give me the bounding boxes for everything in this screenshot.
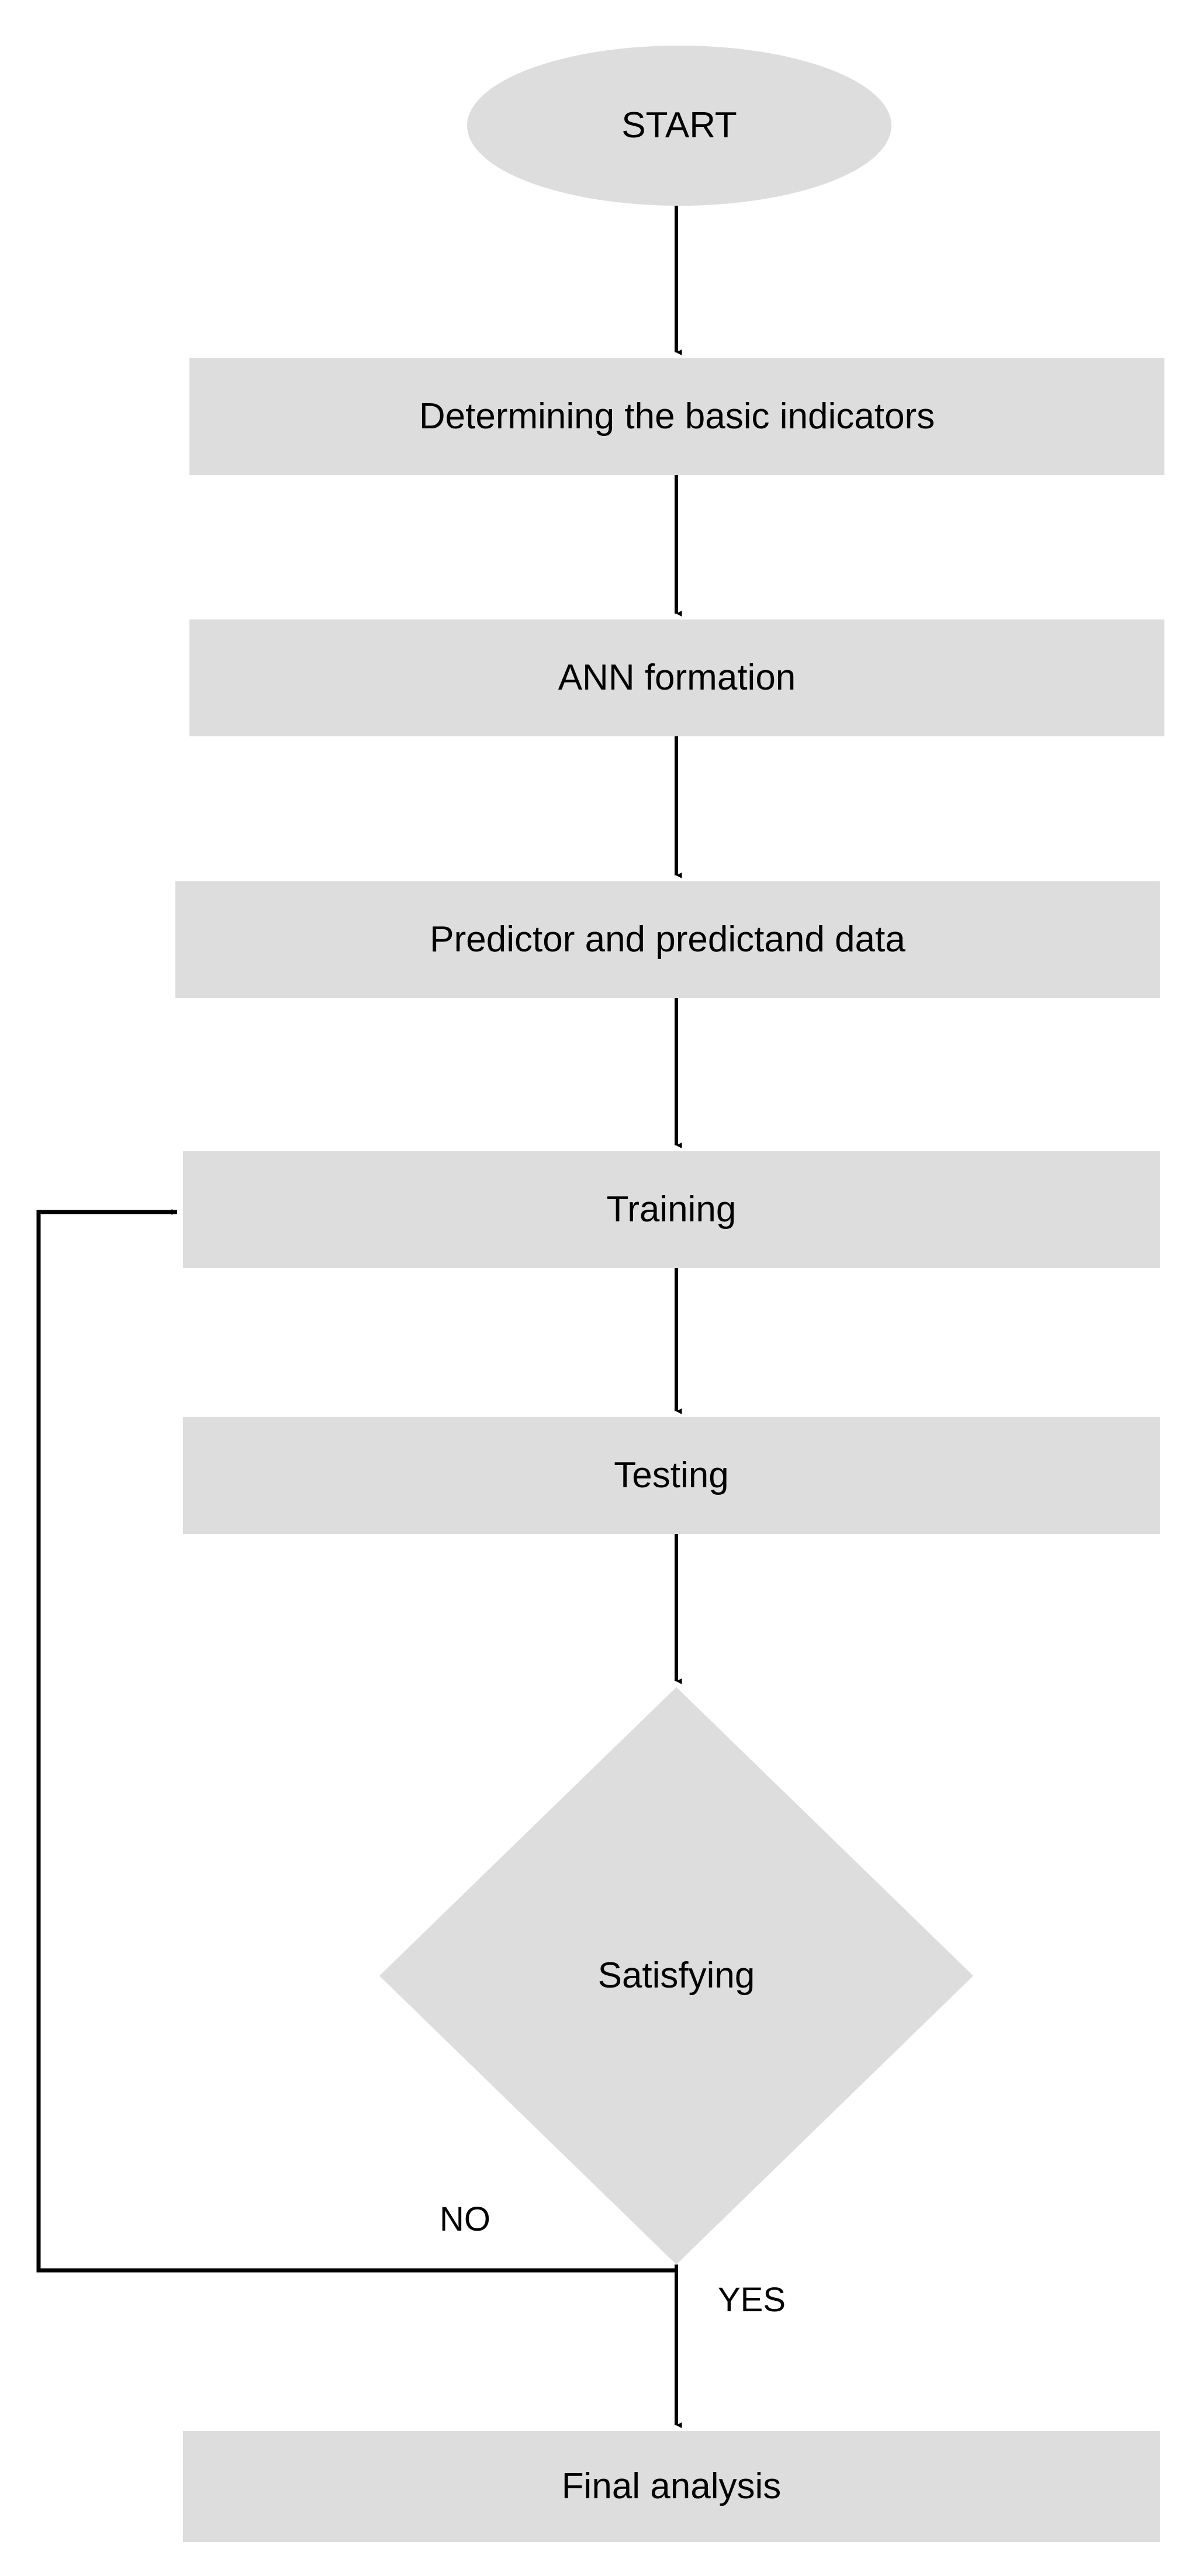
node-predictor-predictand-shape[interactable] [175, 881, 1160, 998]
node-final-analysis-shape[interactable] [183, 2431, 1160, 2542]
node-ann-formation-shape[interactable] [189, 619, 1164, 736]
edge-label-no: NO [440, 2200, 490, 2238]
node-testing-shape[interactable] [183, 1417, 1160, 1534]
edge-label-yes: YES [718, 2281, 786, 2319]
node-basic-indicators-shape[interactable] [189, 358, 1164, 475]
node-satisfying-shape[interactable] [379, 1687, 973, 2265]
edge-satisfying-no-to-training [36, 1209, 676, 2273]
node-start-shape[interactable] [467, 46, 891, 206]
node-training-shape[interactable] [183, 1151, 1160, 1268]
